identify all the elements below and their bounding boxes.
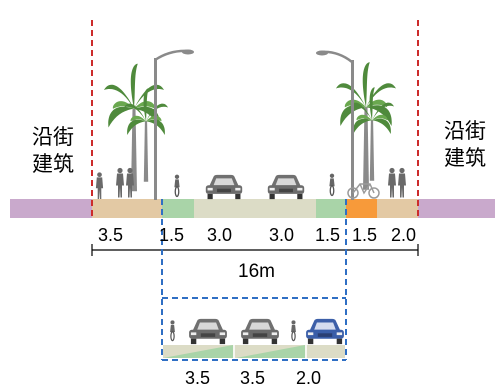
bike-lane-left	[162, 199, 194, 218]
bottom-cyclist-right	[290, 319, 297, 342]
bottom-car-blue	[306, 318, 344, 345]
bottom-segment-value: 3.5	[240, 368, 266, 388]
vehicle-lane-1	[194, 199, 255, 218]
pedestrians-right	[388, 167, 406, 198]
sidewalk-left	[92, 199, 162, 218]
right-street-light	[316, 50, 354, 200]
cyclist-left	[173, 173, 181, 198]
top-ground-strip	[10, 199, 495, 218]
top-segment-value: 1.5	[352, 225, 378, 245]
car-lane-1	[205, 174, 243, 200]
bottom-cyclist-left	[169, 319, 176, 342]
total-width-label: 16m	[238, 261, 275, 282]
pedestrians-left	[95, 167, 134, 199]
top-segment-value: 3.5	[98, 225, 124, 245]
accent-lane	[346, 199, 377, 218]
right-building-label: 沿街建筑	[444, 120, 486, 170]
outer-ground-left	[10, 199, 92, 218]
right-palm-trees	[336, 62, 396, 190]
bottom-car-2	[241, 318, 279, 345]
outer-ground-right	[418, 199, 495, 218]
bottom-segment-value: 2.0	[296, 368, 322, 388]
left-street-light	[154, 49, 194, 200]
left-building-label: 沿街建筑	[32, 126, 74, 176]
top-segment-value: 1.5	[159, 225, 185, 245]
parked-bicycle	[347, 183, 380, 199]
top-segment-value: 1.5	[315, 225, 341, 245]
top-segment-value: 3.0	[207, 225, 233, 245]
vehicle-lane-2	[255, 199, 316, 218]
cyclist-right	[328, 172, 336, 197]
zoom-guide	[161, 199, 347, 361]
total-width-dimension	[91, 244, 419, 256]
car-lane-2	[267, 174, 305, 200]
left-palm-trees	[104, 63, 168, 192]
top-segment-value: 2.0	[391, 225, 417, 245]
sidewalk-right	[377, 199, 418, 218]
bike-lane-right	[316, 199, 346, 218]
top-segment-value: 3.0	[269, 225, 295, 245]
bottom-car-1	[189, 318, 227, 345]
bottom-ground-strip	[163, 345, 345, 358]
bottom-segment-value: 3.5	[185, 368, 211, 388]
